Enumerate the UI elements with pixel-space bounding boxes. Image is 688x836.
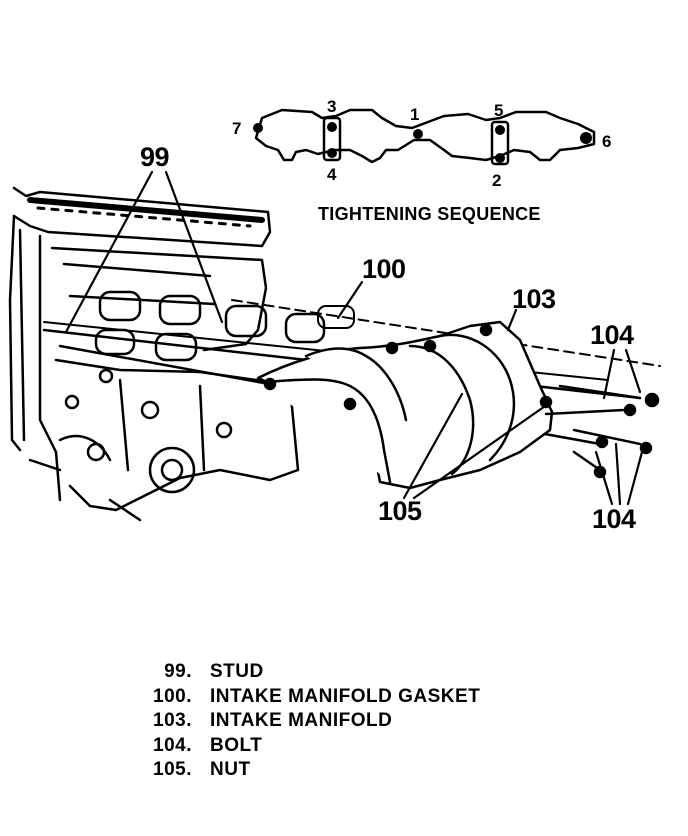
sequence-number-6: 6 — [602, 132, 612, 151]
parts-legend: 99. STUD 100. INTAKE MANIFOLD GASKET 103… — [140, 660, 480, 783]
legend-row: 105. NUT — [140, 758, 480, 783]
leader-lines — [64, 170, 644, 506]
legend-label: STUD — [210, 661, 264, 683]
callout-manifold: 103 — [512, 284, 556, 314]
callout-nut: 105 — [378, 496, 422, 526]
callout-bolt-top: 104 — [590, 320, 634, 350]
bolts — [544, 384, 660, 479]
callout-bolt-bottom: 104 — [592, 504, 636, 534]
intake-manifold — [256, 320, 554, 490]
legend-row: 104. BOLT — [140, 734, 480, 759]
sequence-number-1: 1 — [410, 105, 420, 124]
sequence-number-4: 4 — [327, 165, 337, 184]
sequence-number-3: 3 — [327, 97, 337, 116]
sequence-number-5: 5 — [494, 101, 504, 120]
sequence-number-7: 7 — [232, 119, 242, 138]
tightening-sequence-title: TIGHTENING SEQUENCE — [318, 204, 541, 224]
legend-row: 103. INTAKE MANIFOLD — [140, 709, 480, 734]
callout-gasket: 100 — [362, 254, 406, 284]
callout-stud: 99 — [140, 142, 170, 172]
legend-row: 99. STUD — [140, 660, 480, 685]
engine-block — [8, 186, 326, 522]
legend-label: BOLT — [210, 734, 263, 756]
legend-number: 99. — [164, 661, 192, 683]
legend-number: 100. — [153, 685, 192, 707]
legend-number: 103. — [153, 710, 192, 732]
legend-number: 105. — [153, 759, 192, 781]
legend-label: INTAKE MANIFOLD — [210, 710, 393, 732]
legend-number: 104. — [153, 734, 192, 756]
sequence-bolt-holes — [253, 122, 592, 163]
legend-label: INTAKE MANIFOLD GASKET — [210, 685, 481, 707]
legend-row: 100. INTAKE MANIFOLD GASKET — [140, 685, 480, 710]
tightening-sequence-outline — [254, 108, 596, 166]
sequence-number-2: 2 — [492, 171, 502, 190]
legend-label: NUT — [210, 759, 251, 781]
